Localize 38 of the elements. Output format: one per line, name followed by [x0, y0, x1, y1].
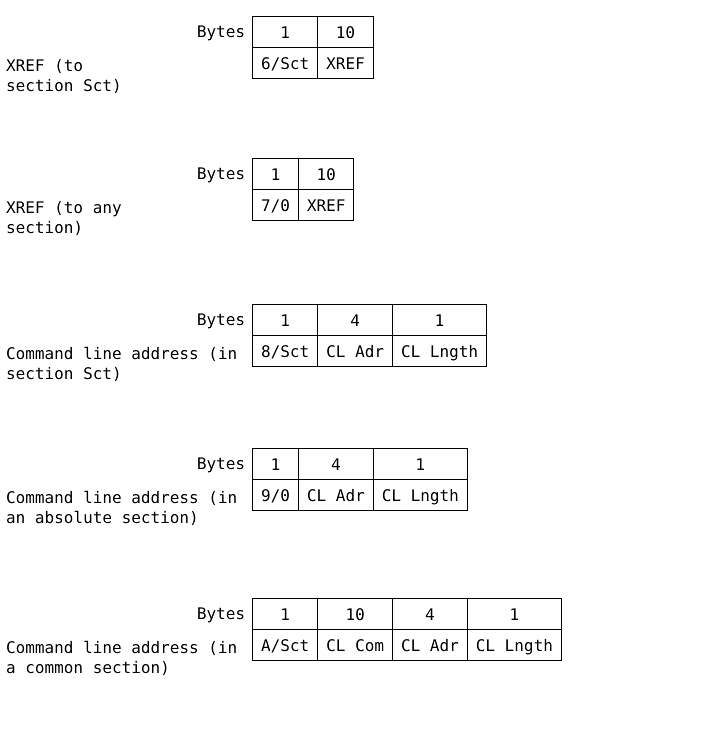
- byte-count: 10: [298, 158, 354, 190]
- field-value: CL Adr: [392, 630, 468, 660]
- byte-count: 4: [392, 598, 468, 630]
- row-label: Bytes: [196, 604, 245, 623]
- record-description: XREF (to any section): [6, 198, 123, 238]
- field-value: 6/Sct: [252, 48, 318, 78]
- field-value: CL Lngth: [392, 336, 487, 366]
- byte-count: 4: [318, 304, 392, 336]
- field-value: CL Lngth: [467, 630, 562, 660]
- record-description: XREF (to section Sct): [6, 56, 123, 96]
- field-value: CL Com: [318, 630, 392, 660]
- byte-count: 1: [392, 304, 487, 336]
- record-description: Command line address (in a common section): [6, 638, 238, 678]
- field-value: CL Lngth: [373, 480, 468, 510]
- byte-count: 1: [373, 448, 468, 480]
- record-description: Command line address (in an absolute section): [6, 488, 238, 528]
- record-description: Command line address (in section Sct): [6, 344, 238, 384]
- field-value: CL Adr: [298, 480, 374, 510]
- byte-count: 10: [318, 16, 374, 48]
- byte-count: 1: [467, 598, 562, 630]
- field-value: CL Adr: [318, 336, 392, 366]
- byte-count: 1: [252, 16, 318, 48]
- field-value: 8/Sct: [252, 336, 318, 366]
- row-label: Bytes: [196, 164, 245, 183]
- field-value: 9/0: [252, 480, 298, 510]
- byte-count: 1: [252, 448, 298, 480]
- row-label: Bytes: [196, 454, 245, 473]
- byte-count: 1: [252, 598, 318, 630]
- field-value: A/Sct: [252, 630, 318, 660]
- row-label: Bytes: [196, 22, 245, 41]
- byte-count: 1: [252, 304, 318, 336]
- byte-count: 10: [318, 598, 392, 630]
- byte-count: 4: [298, 448, 374, 480]
- field-value: XREF: [318, 48, 374, 78]
- field-value: 7/0: [252, 190, 298, 220]
- byte-count: 1: [252, 158, 298, 190]
- row-label: Bytes: [196, 310, 245, 329]
- field-value: XREF: [298, 190, 354, 220]
